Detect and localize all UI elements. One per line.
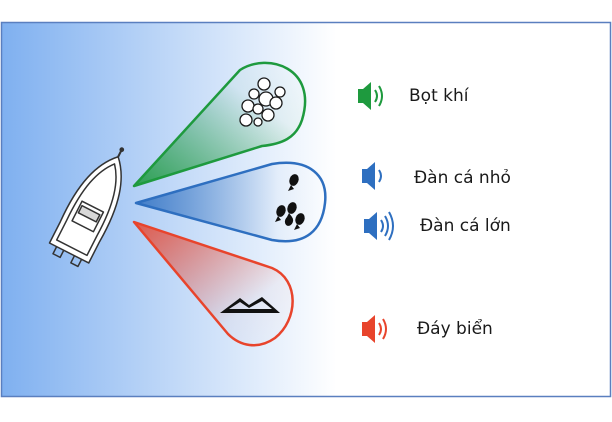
boat-icon (48, 147, 125, 268)
legend-item-large-fish: Đàn cá lớn (364, 211, 511, 241)
beam-seabed (132, 220, 294, 347)
speaker-icon (358, 82, 383, 110)
legend-item-bubbles: Bọt khí (358, 82, 470, 110)
legend-label-bubbles: Bọt khí (409, 86, 470, 106)
seabed-mound-icon (220, 297, 280, 313)
legend-item-seabed: Đáy biển (362, 315, 493, 343)
fish-icon (288, 174, 299, 191)
air-bubbles-icon (239, 77, 286, 127)
legend: Bọt khí Đàn cá nhỏ Đàn cá lớn (358, 82, 511, 343)
legend-label-large-fish: Đàn cá lớn (420, 216, 511, 236)
speaker-icon (362, 315, 387, 343)
speaker-icon (364, 211, 394, 241)
legend-item-small-fish: Đàn cá nhỏ (362, 162, 511, 190)
legend-label-small-fish: Đàn cá nhỏ (414, 168, 511, 188)
fish-school-icon (275, 202, 305, 230)
speaker-icon (362, 162, 382, 190)
beam-fish (134, 161, 327, 243)
legend-label-seabed: Đáy biển (417, 318, 493, 339)
